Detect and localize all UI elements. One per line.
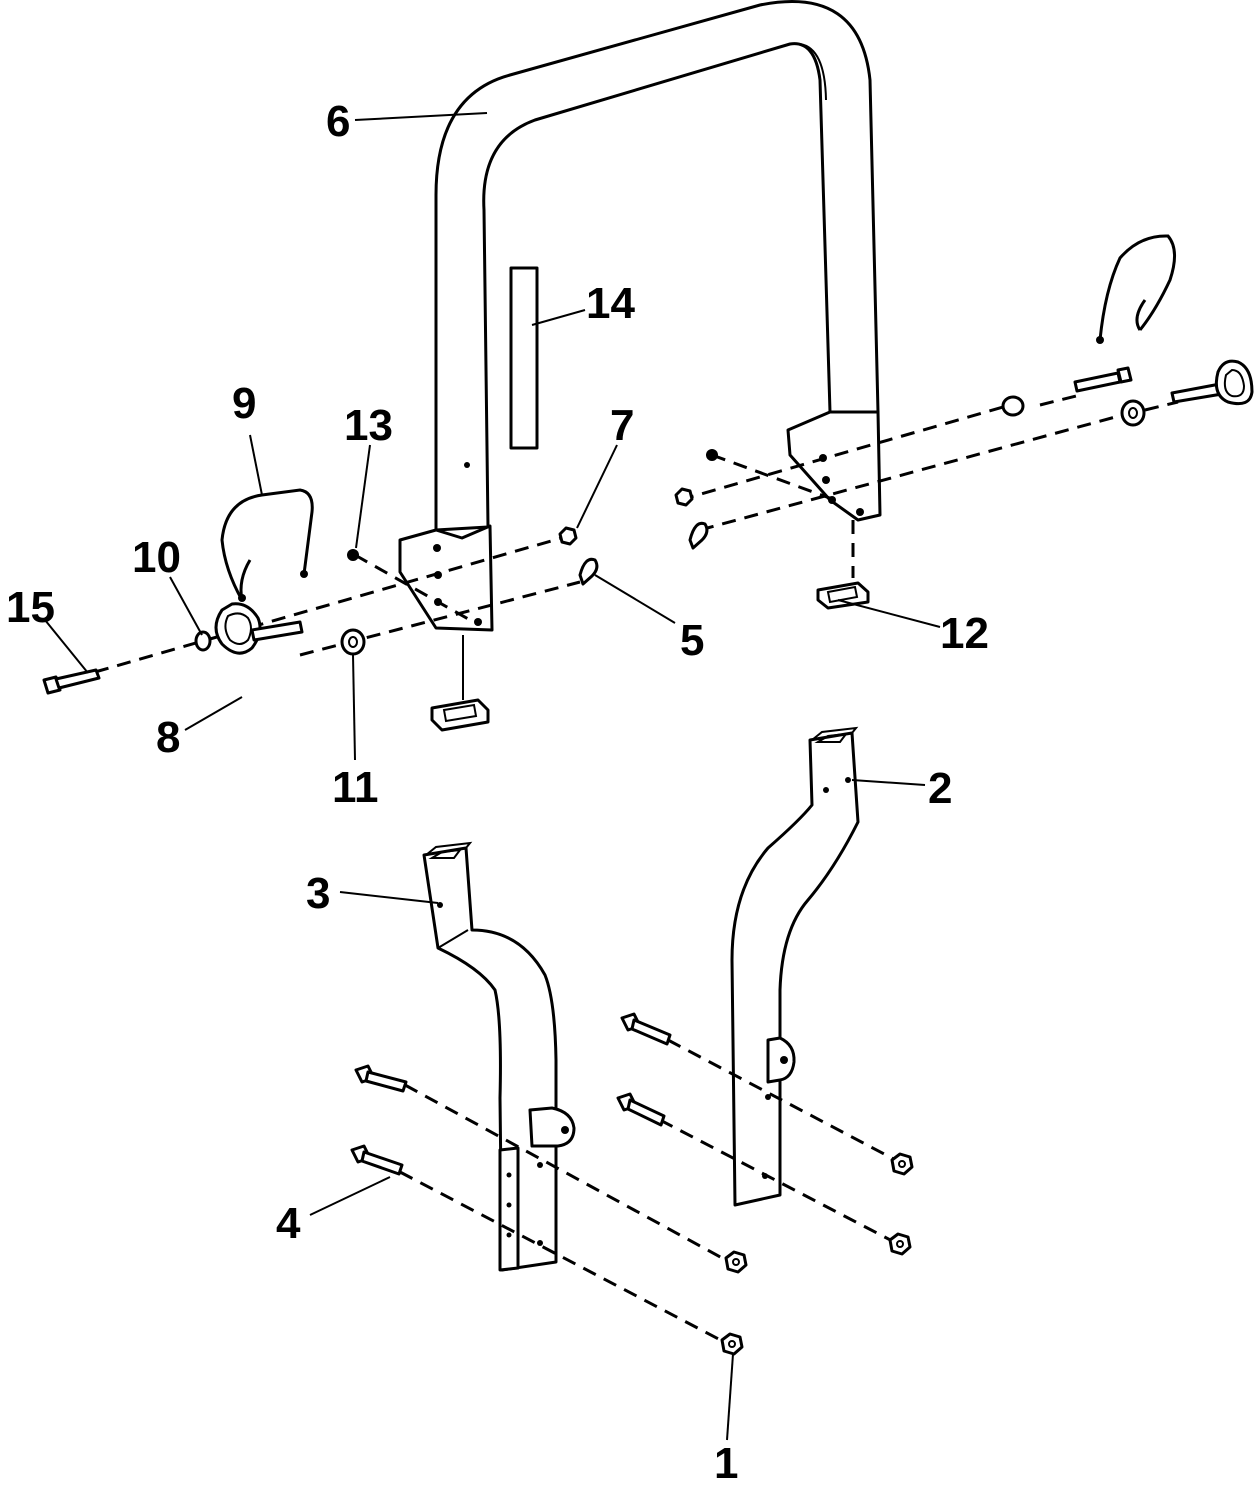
washer-right (1120, 399, 1146, 427)
clip-10 (194, 630, 212, 652)
screw-right (706, 449, 718, 461)
bolt-15 (42, 668, 101, 695)
callout-3: 3 (306, 869, 330, 918)
callout-6: 6 (326, 97, 350, 146)
left-mount-plate (398, 524, 494, 632)
bolt-4-b (350, 1144, 404, 1176)
bumper-left (430, 635, 490, 732)
callout-14: 14 (586, 279, 635, 328)
callout-15: 15 (6, 583, 55, 632)
callout-5: 5 (680, 616, 704, 665)
washer-11 (340, 628, 366, 656)
assembly-line-right-upper (679, 403, 1011, 502)
callout-9: 9 (232, 379, 256, 428)
callout-1: 1 (714, 1439, 738, 1488)
callout-12: 12 (940, 609, 989, 658)
callout-8: 8 (156, 713, 180, 762)
bumper-right (816, 520, 870, 610)
clip-5 (578, 557, 599, 586)
callout-labels: 6 14 9 13 7 10 15 5 12 8 11 2 3 4 1 (6, 97, 989, 1488)
callout-2: 2 (928, 764, 952, 813)
nut-1-a (724, 1250, 748, 1274)
callout-4: 4 (276, 1199, 301, 1248)
assembly-line-right-lower (699, 411, 1131, 532)
hitch-pin-8 (214, 602, 304, 655)
bolt-4-c (620, 1012, 672, 1046)
bolt-4-d (616, 1092, 666, 1127)
bolt-4-a (354, 1064, 408, 1093)
nut-1-d (888, 1232, 912, 1256)
callout-13: 13 (344, 401, 393, 450)
nut-7 (558, 526, 578, 546)
lanyard-right (1096, 234, 1176, 344)
assembly-line-lower-left-1 (404, 1083, 736, 1267)
callout-11: 11 (332, 763, 379, 812)
callout-7: 7 (610, 401, 634, 450)
right-mount-plate (786, 410, 882, 522)
decal (509, 266, 539, 450)
callout-10: 10 (132, 533, 181, 582)
roll-bar-hoop (398, 0, 882, 632)
clip-right-10 (1001, 395, 1025, 417)
leg-3 (422, 841, 576, 1272)
hitch-pin-right (1170, 359, 1254, 406)
nut-1-c (890, 1152, 914, 1176)
assembly-line-lower-left-2 (399, 1170, 731, 1347)
bolt-right (1073, 366, 1133, 393)
assembly-line-left-upper (94, 535, 566, 674)
leader-lines (44, 112, 941, 1441)
screw-13 (347, 549, 359, 561)
nut-right (674, 487, 694, 507)
leg-2 (730, 726, 860, 1207)
clip-right (688, 521, 709, 550)
lanyard-9 (220, 488, 314, 602)
nut-1-b (720, 1332, 744, 1356)
